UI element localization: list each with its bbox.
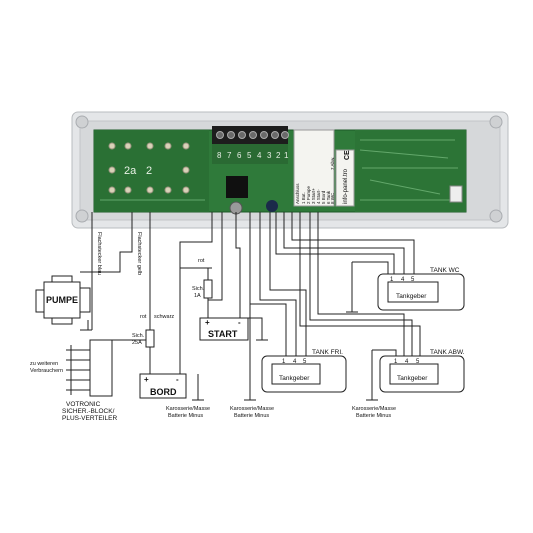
legend-line-4: 4 Start- [316, 189, 321, 204]
verteiler-name-3: PLUS-VERTEILER [62, 415, 117, 422]
terminal-number-7: 7 [227, 151, 232, 160]
legend-line-5: 5 Bord [321, 190, 326, 204]
relay-pads [108, 142, 190, 194]
ground-bord-label-1: Karosserie/Masse [166, 406, 210, 412]
wires [80, 212, 421, 401]
battery-start-plus: + [205, 318, 210, 327]
tank-abw-pin-5: 5 [416, 359, 420, 365]
terminal-screws [216, 131, 289, 139]
cable-label-yellow: Flachstecker gelb [136, 232, 142, 275]
terminal-number-1: 1 [284, 151, 289, 160]
battery-bord-plus: + [144, 375, 149, 384]
verteiler-name-2: SICHER.-BLOCK/ [62, 408, 115, 415]
capacitor [266, 200, 278, 212]
consumers-label-1: zu weiteren [30, 361, 58, 367]
tank-wc-sensor-label: Tankgeber [396, 293, 427, 300]
fuse-bord-label-1: Sich. [132, 333, 145, 339]
battery-bord-label: BORD [150, 387, 177, 397]
ground-mid-label-2: Batterie Minus [234, 413, 269, 419]
relay-label-2: 2 [146, 165, 152, 177]
pcb-traces [100, 139, 458, 201]
brand-text: info-panel.tro [343, 168, 349, 204]
fuse-bord [145, 329, 155, 348]
logic-section [355, 130, 466, 212]
verteiler-name-1: VOTRONIC [66, 401, 101, 408]
tank-wc-sensor [387, 281, 439, 303]
battery-bord [139, 373, 187, 399]
battery-start-minus: - [238, 318, 241, 327]
ground-mid-label-1: Karosserie/Masse [230, 406, 274, 412]
legend-line-8: 8 WC [330, 192, 335, 204]
tank-fri-pin-1: 1 [282, 359, 286, 365]
tank-abw-sensor [389, 363, 439, 385]
tank-wc-pin-4: 4 [401, 277, 405, 283]
connection-legend-label [293, 129, 335, 207]
tank-abw-title: TANK ABW. [430, 349, 465, 356]
pumpe-component [35, 275, 91, 325]
voltage-regulator [226, 176, 248, 198]
ce-mark: CE [344, 150, 351, 160]
relay-label-2a: 2a [124, 165, 137, 177]
brand-label [335, 149, 355, 207]
recycle-icon [449, 185, 463, 203]
legend-line-1: 1 Bat. [301, 192, 306, 204]
tank-fri-pin-4: 4 [293, 359, 297, 365]
screw-hole-top-left [75, 115, 89, 129]
battery-start-label: START [208, 329, 238, 339]
screw-hole-bottom-right [489, 209, 503, 223]
terminal-number-6: 6 [237, 151, 242, 160]
fuse-start-label-2: 1A [194, 293, 201, 299]
legend-line-3: 3 Start+ [311, 188, 316, 204]
battery-bord-minus: - [176, 375, 179, 384]
terminal-number-strip [212, 144, 288, 164]
fuse-start-label-1: Sich. [192, 286, 205, 292]
tank-wc-title: TANK WC [430, 267, 460, 274]
legend-line-0: Anschluss [295, 183, 300, 204]
wire-color-red-bord: rot [140, 314, 147, 320]
ground-right-label-1: Karosserie/Masse [352, 406, 396, 412]
tank-fri-sensor [271, 363, 321, 385]
tank-fri-title: TANK FRI. [312, 349, 343, 356]
screw-hole-top-right [489, 115, 503, 129]
tank-fri-sensor-label: Tankgeber [279, 375, 310, 382]
fuse-bord-label-2: 25A [132, 340, 142, 346]
consumers-label-2: Verbrauchern [30, 368, 63, 374]
tank-wc-pin-5: 5 [411, 277, 415, 283]
ground-right-label-2: Batterie Minus [356, 413, 391, 419]
legend-line-7: 7 Abw. [330, 157, 335, 170]
terminal-number-8: 8 [217, 151, 222, 160]
tank-fri-pin-5: 5 [303, 359, 307, 365]
pumpe-label: PUMPE [46, 295, 78, 305]
cable-label-blue: Flachstecker blau [96, 232, 102, 275]
terminal-number-5: 5 [247, 151, 252, 160]
ground-bord-label-2: Batterie Minus [168, 413, 203, 419]
tank-wc-pin-1: 1 [390, 277, 394, 283]
terminal-number-3: 3 [267, 151, 272, 160]
battery-start [199, 317, 249, 341]
legend-lines: Anschluss 1 Bat. 2 Pumpe 3 Start+ 4 Star… [295, 157, 335, 204]
legend-line-6: 6 Tank [326, 190, 331, 204]
terminal-number-4: 4 [257, 151, 262, 160]
tank-abw-sensor-label: Tankgeber [397, 375, 428, 382]
wire-color-black: schwarz [154, 314, 174, 320]
tank-abw-pin-4: 4 [405, 359, 409, 365]
fuse-start [203, 279, 213, 299]
terminal-number-2: 2 [276, 151, 281, 160]
screw-hole-bottom-left [75, 209, 89, 223]
tank-abw-pin-1: 1 [394, 359, 398, 365]
verteiler-component [66, 339, 113, 397]
wire-color-red-start: rot [198, 258, 205, 264]
legend-line-2: 2 Pumpe [306, 185, 311, 204]
